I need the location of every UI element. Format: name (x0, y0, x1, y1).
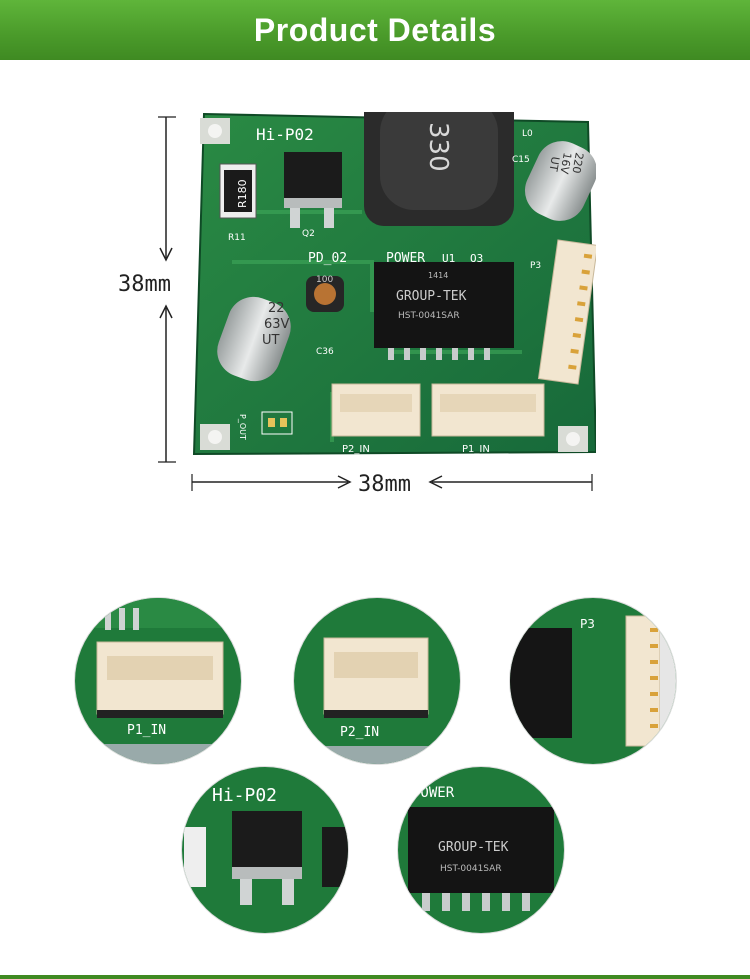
svg-text:HST-0041SAR: HST-0041SAR (398, 311, 460, 321)
detail-mosfet: Hi-P02 (182, 767, 348, 933)
svg-text:GROUP-TEK: GROUP-TEK (438, 840, 509, 855)
width-dimension: 38mm (358, 472, 411, 497)
dimension-arrows (158, 116, 593, 491)
svg-text:C36: C36 (316, 347, 334, 357)
svg-text:100: 100 (316, 275, 333, 285)
svg-text:330: 330 (423, 122, 453, 172)
svg-text:HST-0041SAR: HST-0041SAR (440, 864, 502, 874)
svg-text:L0: L0 (522, 129, 533, 139)
svg-text:Q3: Q3 (470, 252, 483, 265)
detail-p1-connector: P1_IN (75, 598, 241, 764)
svg-text:P_OUT: P_OUT (238, 414, 247, 440)
page-title: Product Details (253, 11, 497, 48)
svg-text:63V: 63V (264, 317, 290, 332)
svg-text:P3: P3 (530, 261, 541, 271)
svg-text:POWER: POWER (412, 785, 455, 801)
svg-text:GROUP-TEK: GROUP-TEK (396, 289, 467, 304)
svg-text:220: 220 (569, 151, 585, 174)
svg-text:U1: U1 (442, 252, 455, 265)
svg-text:16V: 16V (557, 151, 574, 175)
detail-p3-connector: P3 (510, 598, 676, 764)
svg-text:R11: R11 (228, 233, 246, 243)
height-dimension: 38mm (118, 272, 171, 297)
svg-text:P3: P3 (580, 617, 595, 631)
model-silk: Hi-P02 (256, 125, 314, 144)
svg-text:R180: R180 (236, 179, 249, 208)
svg-text:1414: 1414 (428, 271, 448, 280)
svg-text:Q2: Q2 (302, 229, 315, 239)
svg-text:P2_IN: P2_IN (340, 725, 379, 740)
svg-text:P2_IN: P2_IN (342, 444, 370, 455)
svg-text:Hi-P02: Hi-P02 (212, 785, 277, 806)
svg-text:PD_02: PD_02 (308, 251, 347, 266)
svg-text:UT: UT (546, 155, 561, 172)
detail-p2-connector: P2_IN (294, 598, 460, 764)
footer-bar (0, 975, 750, 979)
svg-text:P1_IN: P1_IN (127, 723, 166, 738)
pcb-board-photo: Hi-P02 R180 R11 Q2 330 L0 C15 220 16V UT… (192, 82, 599, 462)
svg-text:UT: UT (262, 333, 280, 348)
svg-text:P1_IN: P1_IN (462, 444, 490, 455)
svg-text:C15: C15 (512, 155, 530, 165)
header-banner: Product Details (0, 0, 750, 60)
svg-text:22: 22 (268, 301, 285, 316)
detail-transformer: POWER GROUP-TEK HST-0041SAR (398, 767, 564, 933)
